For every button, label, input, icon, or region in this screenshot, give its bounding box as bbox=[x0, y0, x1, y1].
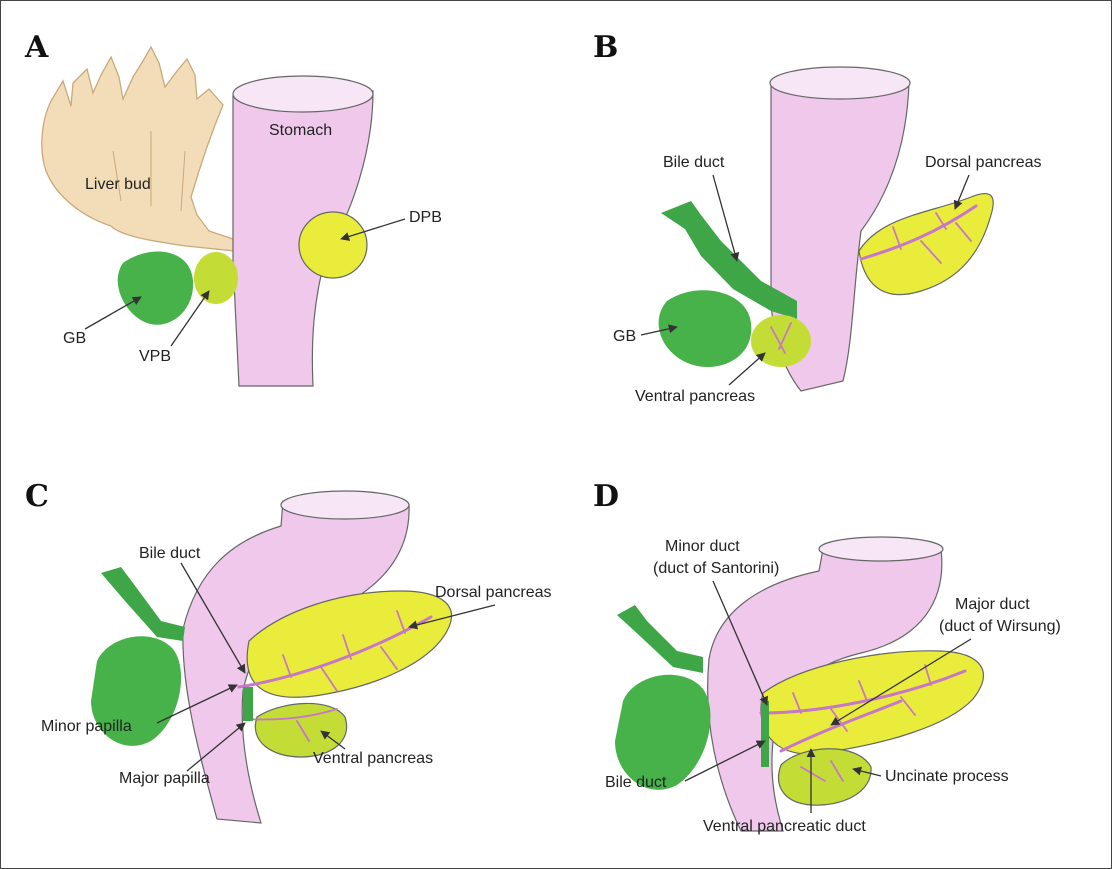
gb-d bbox=[615, 675, 711, 790]
label-ventral-pancreas-c: Ventral pancreas bbox=[313, 750, 433, 767]
label-major-duct-1: Major duct bbox=[955, 596, 1030, 613]
panel-letter-b: B bbox=[593, 30, 618, 65]
label-major-papilla-c: Major papilla bbox=[119, 770, 210, 787]
label-minor-duct-2: (duct of Santorini) bbox=[653, 560, 779, 577]
label-major-duct-2: (duct of Wirsung) bbox=[939, 618, 1061, 635]
label-dorsal-pancreas-b: Dorsal pancreas bbox=[925, 154, 1042, 171]
label-bile-duct-d: Bile duct bbox=[605, 774, 667, 791]
panel-letter-a: A bbox=[24, 30, 49, 65]
label-gb: GB bbox=[63, 330, 86, 347]
ventral-pancreas-c bbox=[255, 703, 346, 757]
label-minor-papilla-c: Minor papilla bbox=[41, 718, 132, 735]
vpb-shape bbox=[194, 252, 238, 304]
panel-letter-c: C bbox=[25, 479, 49, 514]
panel-d: D Minor duct (duct of Santorini) Major d… bbox=[593, 479, 1061, 835]
label-minor-duct-1: Minor duct bbox=[665, 538, 740, 555]
bile-duct-d bbox=[617, 605, 703, 673]
label-gb-b: GB bbox=[613, 328, 636, 345]
uncinate-d bbox=[779, 749, 872, 805]
gb-shape bbox=[118, 251, 193, 324]
label-dorsal-pancreas-c: Dorsal pancreas bbox=[435, 584, 552, 601]
label-bile-duct-b: Bile duct bbox=[663, 154, 725, 171]
bile-duct-c-lower bbox=[243, 687, 253, 721]
bile-duct-c bbox=[101, 567, 185, 641]
label-stomach: Stomach bbox=[269, 122, 332, 139]
panel-b: B Bile duct Dorsal pancreas GB Ventral p… bbox=[593, 30, 1042, 405]
dpb-shape bbox=[299, 212, 367, 278]
panel-c: C Bile duct Dorsal pancreas Minor papill… bbox=[25, 479, 552, 823]
label-ventral-pancreas-b: Ventral pancreas bbox=[635, 388, 755, 405]
label-ventral-pancreatic-duct-d: Ventral pancreatic duct bbox=[703, 818, 866, 835]
label-vpb: VPB bbox=[139, 348, 171, 365]
panel-letter-d: D bbox=[593, 479, 619, 514]
label-liver-bud: Liver bud bbox=[85, 176, 151, 193]
label-dpb: DPB bbox=[409, 209, 442, 226]
bile-duct-d-lower bbox=[761, 701, 769, 767]
label-bile-duct-c: Bile duct bbox=[139, 545, 201, 562]
panel-a: A Liver bud Stomach DPB GB VPB bbox=[24, 30, 442, 386]
label-uncinate-process-d: Uncinate process bbox=[885, 768, 1009, 785]
liver-bud-shape bbox=[42, 47, 235, 251]
ventral-pancreas-b bbox=[751, 315, 811, 367]
